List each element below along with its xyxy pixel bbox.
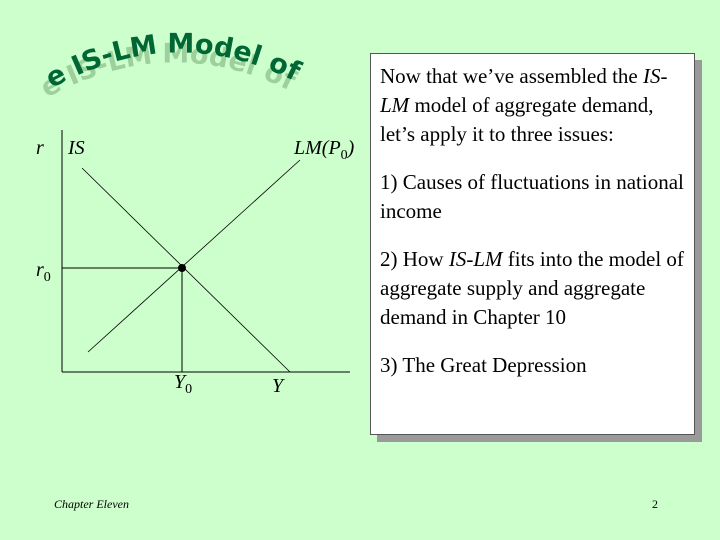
y-axis-label: r bbox=[36, 137, 44, 159]
is-lm-diagram: r IS LM(P0) r0 Y0 Y bbox=[36, 130, 355, 397]
slide-title: The IS-LM Model of AD The IS-LM Model of… bbox=[0, 0, 314, 104]
lm-curve bbox=[87, 159, 301, 353]
r0-label: r0 bbox=[36, 259, 51, 285]
issue-2: 2) How IS-LM fits into the model of aggr… bbox=[380, 247, 684, 329]
lm-curve-label: LM(P0) bbox=[293, 137, 355, 163]
intro-paragraph: Now that we’ve assembled the IS-LM model… bbox=[380, 64, 668, 146]
equilibrium-point bbox=[178, 264, 186, 272]
x-axis-label: Y bbox=[272, 375, 285, 397]
issue-3: 3) The Great Depression bbox=[380, 353, 587, 377]
issue-1: 1) Causes of fluctuations in national in… bbox=[380, 170, 684, 223]
y0-label: Y0 bbox=[174, 371, 192, 397]
info-box: Now that we’ve assembled the IS-LM model… bbox=[370, 53, 695, 435]
chapter-label: Chapter Eleven bbox=[54, 497, 129, 511]
is-curve bbox=[81, 167, 291, 373]
page-number: 2 bbox=[652, 497, 658, 511]
is-curve-label: IS bbox=[67, 137, 85, 159]
